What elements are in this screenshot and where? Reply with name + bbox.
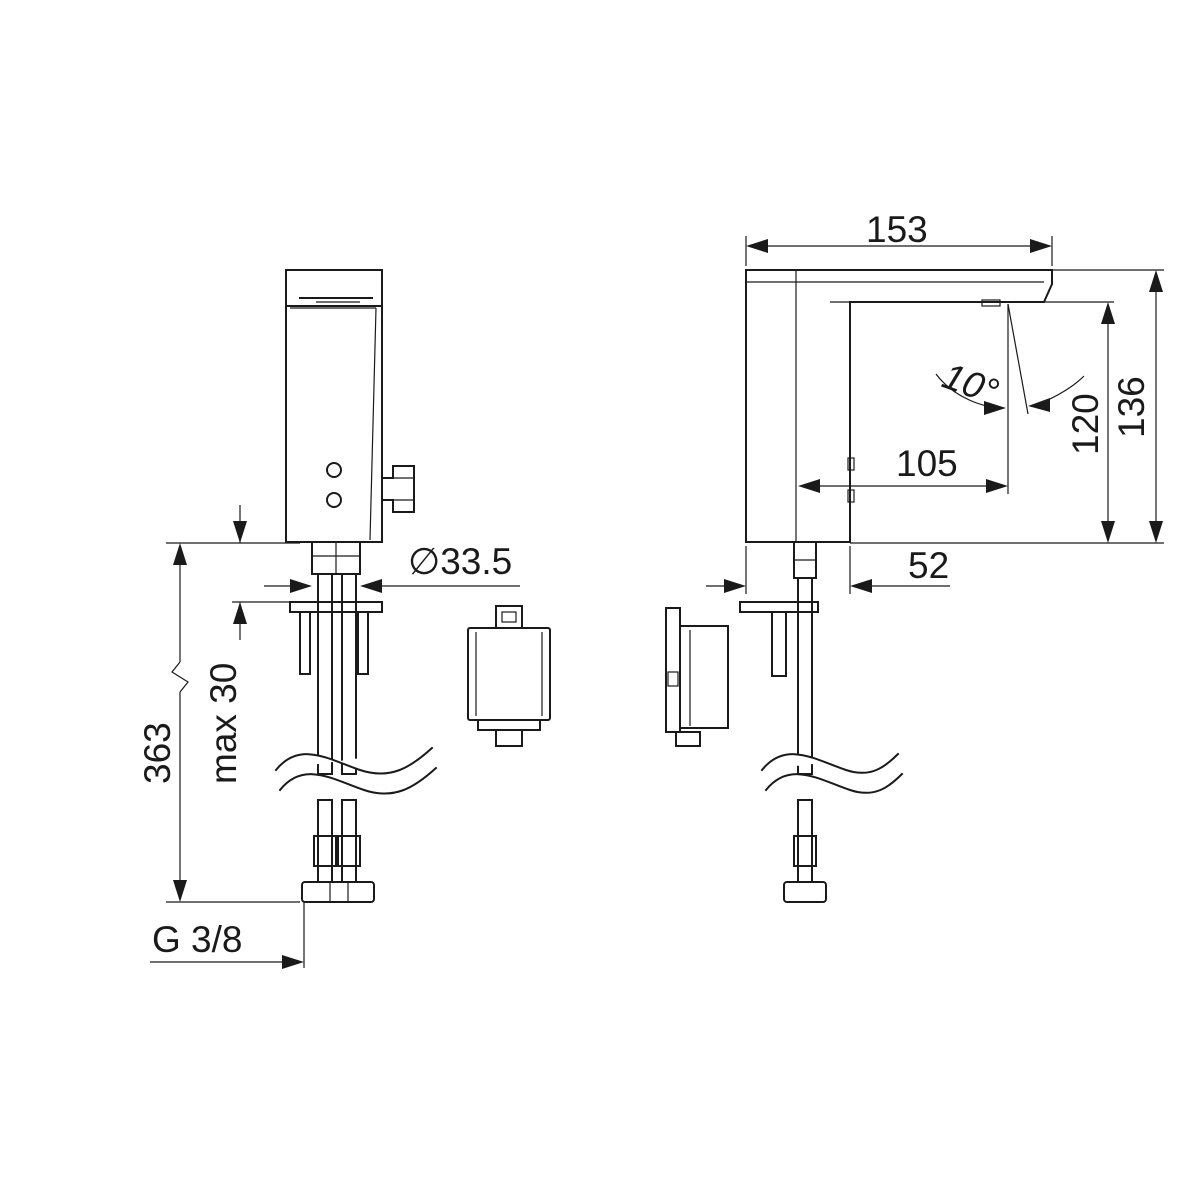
dim-projection: 105 [896,443,958,484]
control-box-clip [495,605,523,629]
side-rod [771,611,787,677]
dim-height-outlet: 120 [1065,393,1106,455]
front-hose-left [317,573,333,775]
front-hose-left-lower [317,799,333,883]
control-box-side [665,607,729,747]
side-lever [381,465,415,513]
side-sensor-mark-upper [847,457,855,471]
aerator [981,299,1001,307]
side-hose-lower [797,799,813,883]
side-connection-nut [783,881,827,903]
dim-spray-angle: 10° [937,355,1004,413]
control-box-base [477,719,541,731]
front-break-line-lower [278,766,438,795]
side-mounting-plate [739,601,819,613]
control-box-plug [495,729,523,747]
control-box-body [467,627,551,721]
front-dimensions: 363 max 30 ∅33.5 G 3/8 [137,505,520,969]
side-fitting [793,835,817,867]
front-fitting-right [337,835,361,867]
control-box-side-plug [675,731,701,747]
side-break-line-upper [760,752,900,774]
side-view [739,269,1053,903]
side-sensor-mark-lower [847,489,855,503]
front-rod-right [357,611,369,675]
control-box-side-plate [665,607,681,733]
sensor-window-lower [326,492,342,508]
dim-connection-thread: G 3/8 [152,919,243,960]
front-connection-nut [301,881,375,903]
control-box-front [467,605,551,747]
front-hose-right [341,573,357,775]
front-mounting-plate [289,601,383,613]
side-break-line-lower [764,772,904,794]
front-head-cap [285,269,383,307]
front-fitting-left [313,835,337,867]
control-box-side-body [679,625,729,729]
front-view [274,269,438,903]
front-break-line-upper [274,746,434,775]
dim-hose-length: 363 [137,722,178,784]
dim-height-total: 136 [1111,376,1152,438]
side-hose [797,577,813,775]
side-dimensions: 153 136 120 105 10° 52 [706,209,1164,594]
dim-shank-diameter: ∅33.5 [408,541,512,582]
front-hose-right-lower [341,799,357,883]
dim-base-depth: 52 [908,545,949,586]
side-body-outline [745,269,1053,543]
sensor-window-upper [326,462,342,478]
dim-width-total: 153 [866,209,928,250]
front-rod-left [299,611,311,675]
dim-deck-thickness: max 30 [203,663,244,784]
